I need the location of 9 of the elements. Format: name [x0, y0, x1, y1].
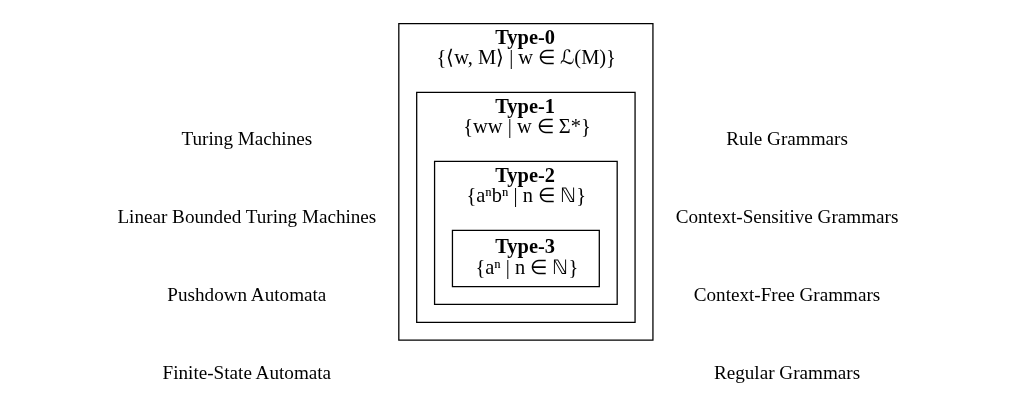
label: Pushdown Automata [166, 284, 326, 306]
label: Finite-State Automata [162, 362, 331, 384]
label: Turing Machines [181, 128, 312, 150]
node-box: Type-3 {aⁿ | n ∈ ℕ} [451, 229, 600, 288]
label: Linear Bounded Turing Machines [116, 206, 376, 228]
label: Context-Sensitive Grammars [675, 206, 898, 228]
label: Rule Grammars [725, 128, 848, 150]
label: Regular Grammars [713, 362, 860, 384]
label: Context-Free Grammars [693, 284, 880, 306]
